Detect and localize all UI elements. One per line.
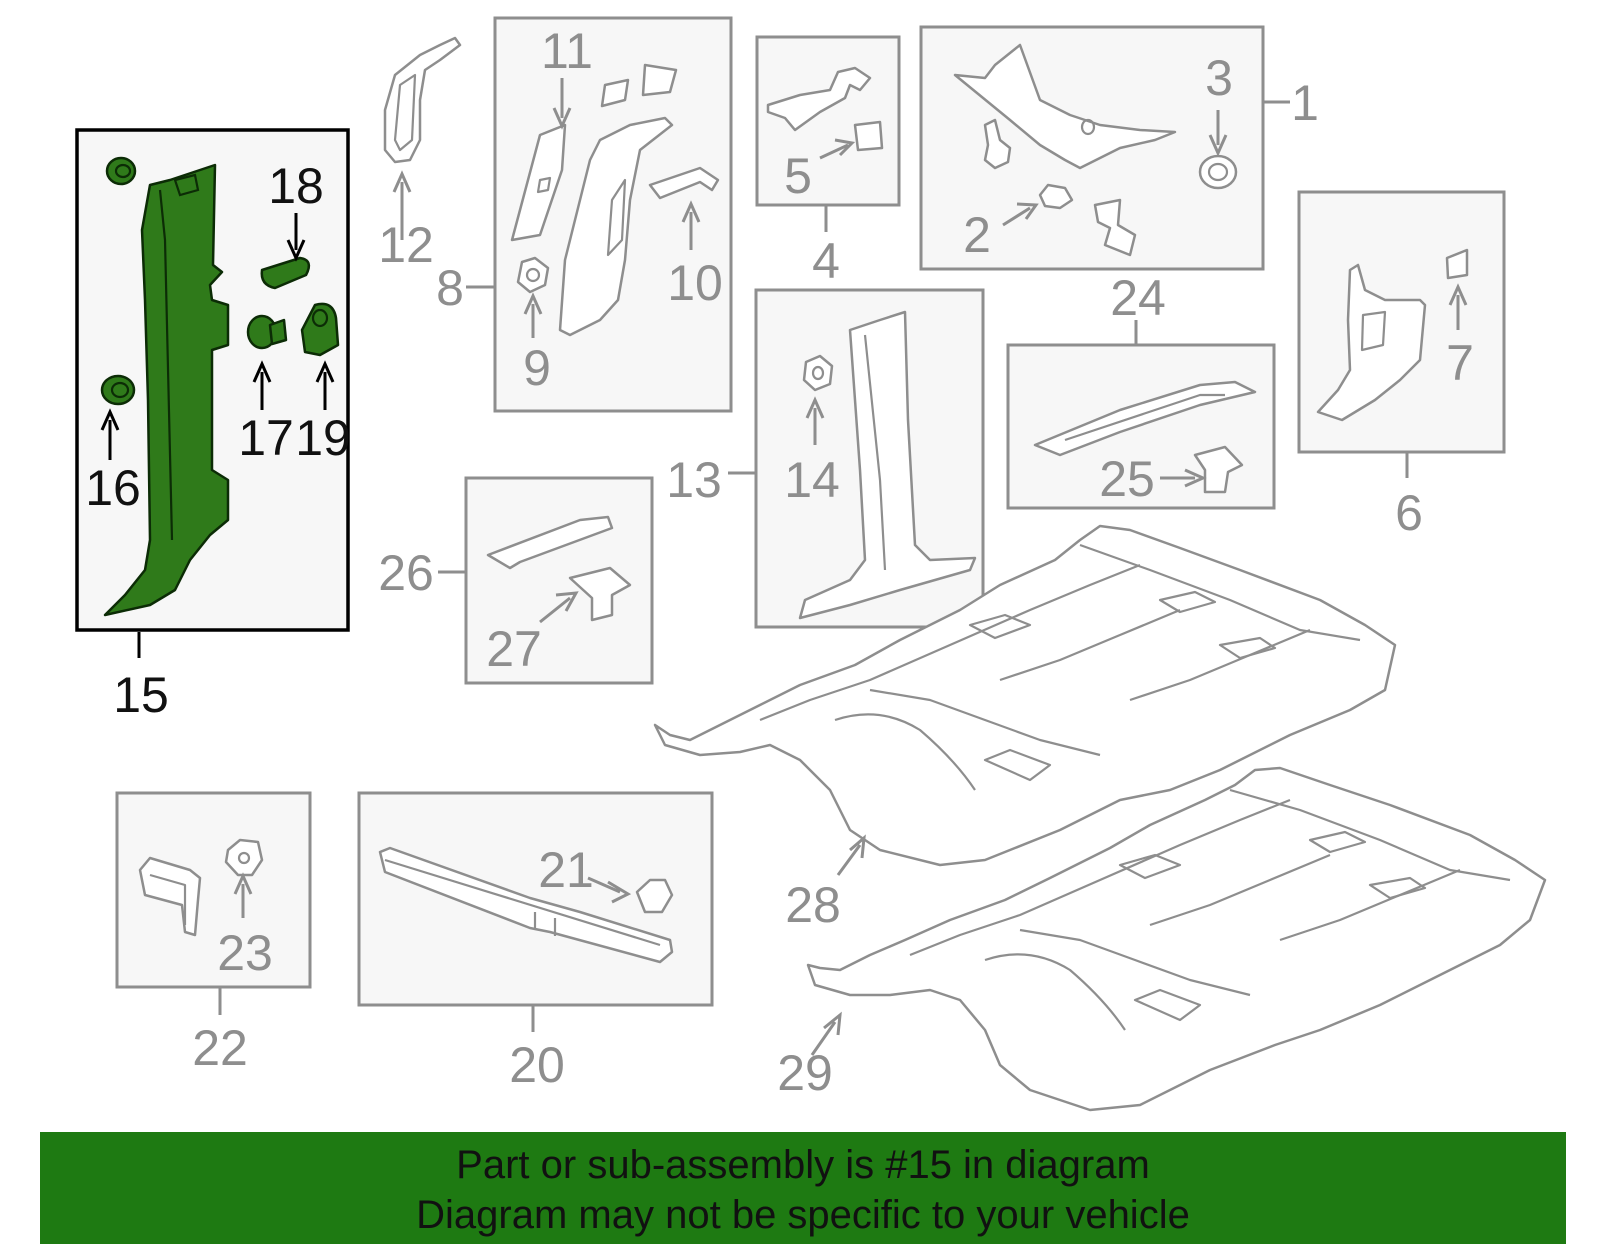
callout-22[interactable]: 22 [192, 1020, 248, 1076]
part-14-nut[interactable] [802, 354, 834, 392]
notice-banner: Part or sub-assembly is #15 in diagram D… [40, 1132, 1566, 1244]
callout-1[interactable]: 1 [1291, 75, 1319, 131]
group-24[interactable]: 24 25 [1006, 270, 1276, 510]
arrow-27 [539, 591, 579, 624]
box-4 [755, 35, 901, 207]
arrow-18 [286, 213, 306, 262]
part-21-clip[interactable] [635, 878, 674, 914]
part-28-carpet[interactable] [653, 524, 1397, 867]
group-1[interactable]: 1 3 2 [919, 25, 1319, 271]
callout-5[interactable]: 5 [784, 148, 812, 204]
part-26-sill-plate[interactable] [486, 515, 614, 570]
banner-line-2: Diagram may not be specific to your vehi… [416, 1193, 1190, 1237]
group-20[interactable]: 21 20 [357, 791, 714, 1093]
callout-7[interactable]: 7 [1446, 335, 1474, 391]
arrow-21 [587, 876, 632, 904]
arrow-28 [836, 834, 866, 876]
part-18-cap[interactable] [260, 256, 311, 290]
part-1-bolt[interactable] [983, 118, 1012, 170]
arrow-7 [1448, 283, 1468, 330]
callout-4[interactable]: 4 [812, 233, 840, 289]
callout-17[interactable]: 17 [238, 410, 294, 466]
group-13[interactable]: 13 14 [666, 288, 985, 629]
group-22[interactable]: 23 22 [115, 791, 312, 1076]
part-24-sill-plate[interactable] [1033, 380, 1257, 457]
arrow-14 [805, 396, 825, 445]
arrow-2 [1002, 202, 1039, 227]
group-15[interactable]: 18 16 17 19 15 [75, 128, 351, 723]
part-23-clip[interactable] [224, 838, 264, 877]
callout-16[interactable]: 16 [85, 460, 141, 516]
callout-6[interactable]: 6 [1395, 485, 1423, 541]
arrow-11 [552, 78, 572, 130]
part-1-bracket[interactable] [1093, 198, 1137, 257]
part-2-clip[interactable] [1038, 183, 1074, 210]
part-20-sill-rail[interactable] [378, 846, 674, 964]
arrow-23 [233, 872, 253, 918]
part-19-retainer[interactable] [300, 302, 340, 357]
arrow-12 [392, 170, 412, 240]
callout-8[interactable]: 8 [436, 260, 464, 316]
callout-9[interactable]: 9 [523, 340, 551, 396]
box-24 [1006, 343, 1276, 510]
callout-11[interactable]: 11 [541, 23, 593, 79]
part-13-pillar-trim[interactable] [798, 310, 977, 620]
callout-15[interactable]: 15 [113, 667, 169, 723]
part-15-top-clip[interactable] [105, 156, 137, 186]
part-3-clip[interactable] [1198, 154, 1238, 190]
callout-12[interactable]: 12 [378, 217, 434, 273]
arrow-29 [810, 1011, 842, 1056]
banner-line-1: Part or sub-assembly is #15 in diagram [456, 1143, 1150, 1187]
callout-14[interactable]: 14 [784, 452, 840, 508]
callout-23[interactable]: 23 [217, 925, 273, 981]
arrow-17 [252, 360, 272, 410]
group-4[interactable]: 5 4 [755, 35, 901, 289]
part-25-clip[interactable] [1193, 445, 1244, 494]
callout-13[interactable]: 13 [666, 452, 722, 508]
part-1-trim-panel[interactable] [953, 43, 1177, 170]
part-12-handle[interactable] [383, 36, 462, 164]
part-15-pillar-trim[interactable] [103, 163, 230, 617]
callout-20[interactable]: 20 [509, 1037, 565, 1093]
callout-29[interactable]: 29 [777, 1045, 833, 1101]
arrow-25 [1160, 468, 1207, 488]
part-7-clip[interactable] [1445, 248, 1469, 280]
part-5-cap[interactable] [853, 120, 884, 152]
part-6-trim[interactable] [1316, 263, 1427, 422]
arrow-5 [819, 138, 856, 160]
arrow-16 [100, 408, 120, 460]
group-6[interactable]: 7 6 [1297, 190, 1506, 541]
callout-21[interactable]: 21 [538, 842, 594, 898]
arrow-3 [1208, 110, 1228, 157]
callout-25[interactable]: 25 [1099, 451, 1155, 507]
callout-19[interactable]: 19 [295, 410, 351, 466]
arrow-19 [315, 360, 335, 410]
callout-10[interactable]: 10 [667, 255, 723, 311]
part-17-pushpin[interactable] [246, 314, 288, 350]
callout-27[interactable]: 27 [486, 621, 542, 677]
part-9-nut[interactable] [516, 256, 550, 294]
group-8[interactable]: 8 11 10 9 [436, 16, 733, 413]
part-10-handle[interactable] [648, 166, 720, 200]
group-26[interactable]: 26 27 [378, 476, 654, 685]
callout-24[interactable]: 24 [1110, 270, 1166, 326]
part-8-clip-b[interactable] [641, 63, 678, 97]
part-8-pillar-trim[interactable] [558, 116, 674, 337]
arrow-10 [681, 200, 701, 250]
callout-3[interactable]: 3 [1205, 50, 1233, 106]
callout-28[interactable]: 28 [785, 877, 841, 933]
group-28[interactable]: 28 [653, 524, 1397, 933]
part-27-clip[interactable] [568, 566, 632, 622]
part-8-clip-a[interactable] [600, 78, 630, 108]
part-4-grab-handle[interactable] [766, 66, 872, 132]
callout-18[interactable]: 18 [268, 158, 324, 214]
callout-2[interactable]: 2 [963, 207, 991, 263]
group-12[interactable]: 12 [378, 36, 462, 273]
group-29[interactable]: 29 [777, 766, 1547, 1112]
part-16-grommet[interactable] [100, 374, 136, 406]
callout-26[interactable]: 26 [378, 545, 434, 601]
part-29-carpet[interactable] [806, 766, 1547, 1112]
arrow-9 [523, 292, 543, 338]
